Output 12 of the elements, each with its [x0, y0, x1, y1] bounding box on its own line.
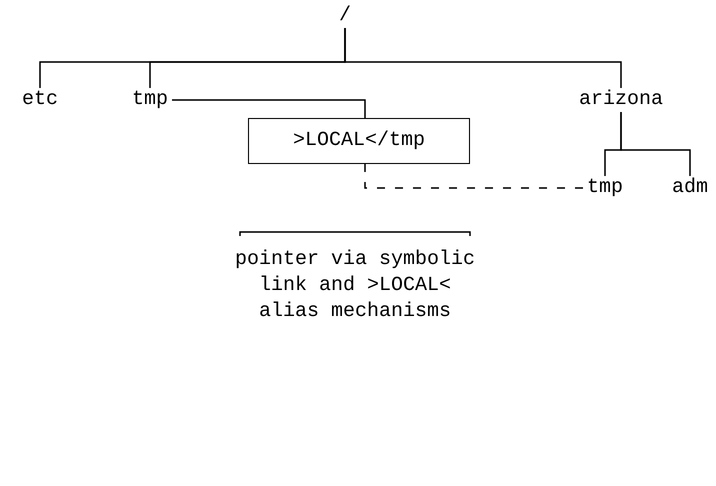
directory-name: adm [668, 176, 712, 200]
directory-box: >LOCAL</tmp [248, 118, 470, 164]
note-text: pointer via symbolic link and >LOCAL< alias mechanisms [228, 244, 482, 328]
directory-name: / [336, 4, 354, 28]
directory-name: etc [18, 88, 62, 112]
directory-name: arizona [576, 88, 666, 112]
tree-line [172, 99, 366, 118]
tree-line [344, 28, 622, 88]
tree-line [620, 112, 691, 176]
directory-name: tmp [583, 176, 627, 200]
dashed-connector [364, 164, 583, 189]
directory-name: tmp [128, 88, 172, 112]
